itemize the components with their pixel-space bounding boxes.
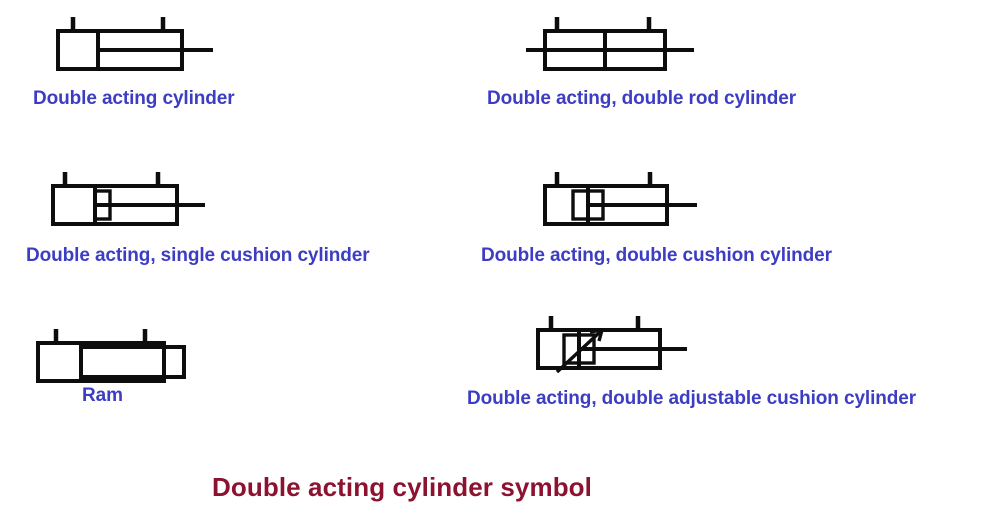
symbol-double-acting-double-rod-cylinder xyxy=(526,12,714,82)
double-acting-double-adjustable-cushion-cylinder-drawing xyxy=(536,316,687,374)
double-acting-single-cushion-cylinder-drawing xyxy=(51,172,205,226)
diagram-title: Double acting cylinder symbol xyxy=(212,472,592,502)
caption-ram: Ram xyxy=(82,385,123,406)
caption-double-acting-single-cushion-cylinder: Double acting, single cushion cylinder xyxy=(26,245,370,266)
caption-double-acting-double-cushion-cylinder: Double acting, double cushion cylinder xyxy=(481,245,832,266)
symbol-double-acting-cylinder xyxy=(55,12,235,82)
caption-double-acting-cylinder: Double acting cylinder xyxy=(33,88,235,109)
double-acting-double-rod-cylinder-drawing xyxy=(526,17,694,71)
cushion-box-left xyxy=(571,189,590,221)
symbol-double-acting-double-cushion-cylinder xyxy=(542,168,722,238)
symbol-double-acting-double-adjustable-cushion-cylinder xyxy=(535,312,715,382)
cylinder-body xyxy=(36,341,166,383)
adjustable-arrow-head xyxy=(589,327,605,342)
caption-double-acting-double-rod-cylinder: Double acting, double rod cylinder xyxy=(487,88,797,109)
double-acting-cylinder-drawing xyxy=(56,17,213,71)
adjustable-arrow-shaft xyxy=(555,329,603,374)
caption-double-acting-double-adjustable-cushion-cylinder: Double acting, double adjustable cushion… xyxy=(467,388,917,409)
ram-drawing xyxy=(36,329,186,383)
ram-rod xyxy=(79,345,186,379)
double-acting-double-cushion-cylinder-drawing xyxy=(543,172,697,226)
symbol-ram xyxy=(35,325,215,395)
symbol-double-acting-single-cushion-cylinder xyxy=(50,168,230,238)
